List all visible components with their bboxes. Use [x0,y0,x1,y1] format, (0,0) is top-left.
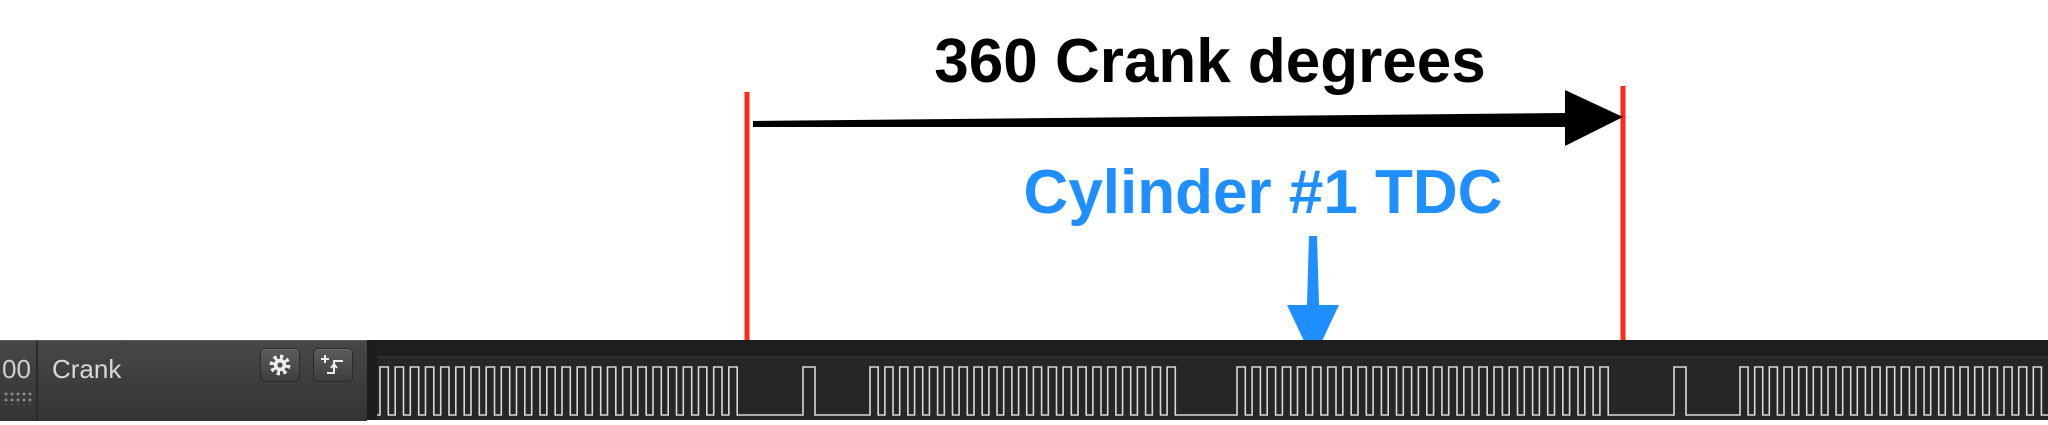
span-label: 360 Crank degrees [934,27,1485,96]
channel-header-crank: 00 Crank [0,340,367,421]
crank-waveform [377,340,2048,416]
channel-separator [367,340,377,420]
edge-trigger-icon [321,355,343,374]
channel-index: 00 [2,354,31,384]
trigger-button[interactable] [313,348,353,382]
tdc-arrow [1287,236,1339,340]
channel-settings-button[interactable] [260,348,300,382]
drag-handle[interactable] [3,391,33,405]
channel-name[interactable]: Crank [52,354,122,384]
crank-signal-trace [377,340,2048,420]
gear-icon [269,354,291,376]
span-arrow [753,90,1623,146]
annotation-overlay: 360 Crank degrees Cylinder #1 TDC [744,27,1626,340]
tdc-label: Cylinder #1 TDC [1024,158,1503,227]
channel-divider [36,341,38,421]
